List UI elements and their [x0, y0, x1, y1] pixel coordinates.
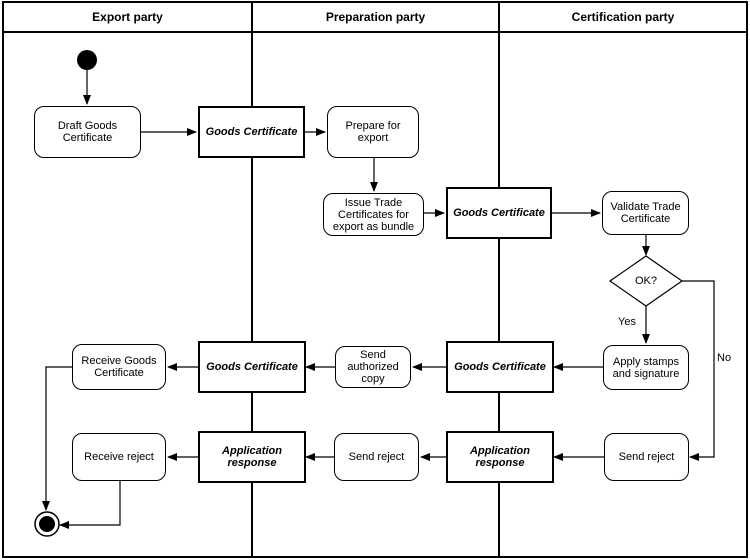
action-apply-stamps-and-signature: Apply stamps and signature [603, 345, 689, 390]
edge-label-no: No [717, 352, 732, 364]
action-receive-reject: Receive reject [72, 433, 166, 481]
lane-header-export: Export party [4, 3, 251, 33]
object-application-response-2: Application response [198, 431, 306, 483]
action-send-authorized-copy: Send authorized copy [335, 346, 411, 388]
object-goods-certificate-4: Goods Certificate [198, 341, 306, 393]
object-goods-certificate-2: Goods Certificate [446, 187, 552, 239]
action-draft-goods-certificate: Draft Goods Certificate [34, 106, 141, 158]
object-application-response-1: Application response [446, 431, 554, 483]
edge-label-yes: Yes [618, 316, 636, 328]
lane-certification-party: Certification party [498, 1, 748, 558]
lane-header-preparation: Preparation party [253, 3, 498, 33]
action-prepare-for-export: Prepare for export [327, 106, 419, 158]
object-goods-certificate-3: Goods Certificate [446, 341, 554, 393]
action-validate-trade-certificate: Validate Trade Certificate [602, 191, 689, 235]
action-send-reject-preparation: Send reject [334, 433, 419, 481]
object-goods-certificate-1: Goods Certificate [198, 106, 305, 158]
decision-label: OK? [634, 275, 657, 287]
action-issue-trade-certificates: Issue Trade Certificates for export as b… [323, 193, 424, 236]
action-receive-goods-certificate: Receive Goods Certificate [72, 344, 166, 390]
lane-header-certification: Certification party [500, 3, 746, 33]
action-send-reject-certification: Send reject [604, 433, 689, 481]
